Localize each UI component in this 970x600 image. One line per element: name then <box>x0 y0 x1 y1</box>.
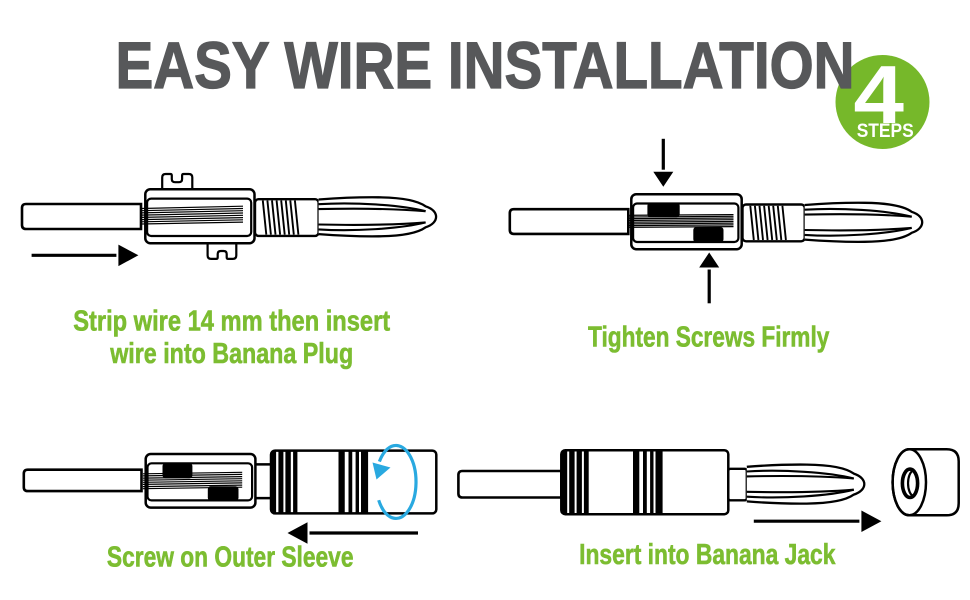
svg-text:Insert into Banana Jack: Insert into Banana Jack <box>579 539 836 571</box>
svg-text:Tighten Screws Firmly: Tighten Screws Firmly <box>588 321 829 353</box>
svg-text:STEPS: STEPS <box>857 120 914 142</box>
svg-text:Strip wire 14 mm then insert: Strip wire 14 mm then insert <box>73 305 390 337</box>
svg-text:wire into Banana Plug: wire into Banana Plug <box>109 338 353 370</box>
svg-text:Screw on Outer Sleeve: Screw on Outer Sleeve <box>107 541 354 573</box>
svg-text:4: 4 <box>854 48 905 141</box>
svg-text:EASY WIRE INSTALLATION: EASY WIRE INSTALLATION <box>116 28 855 102</box>
